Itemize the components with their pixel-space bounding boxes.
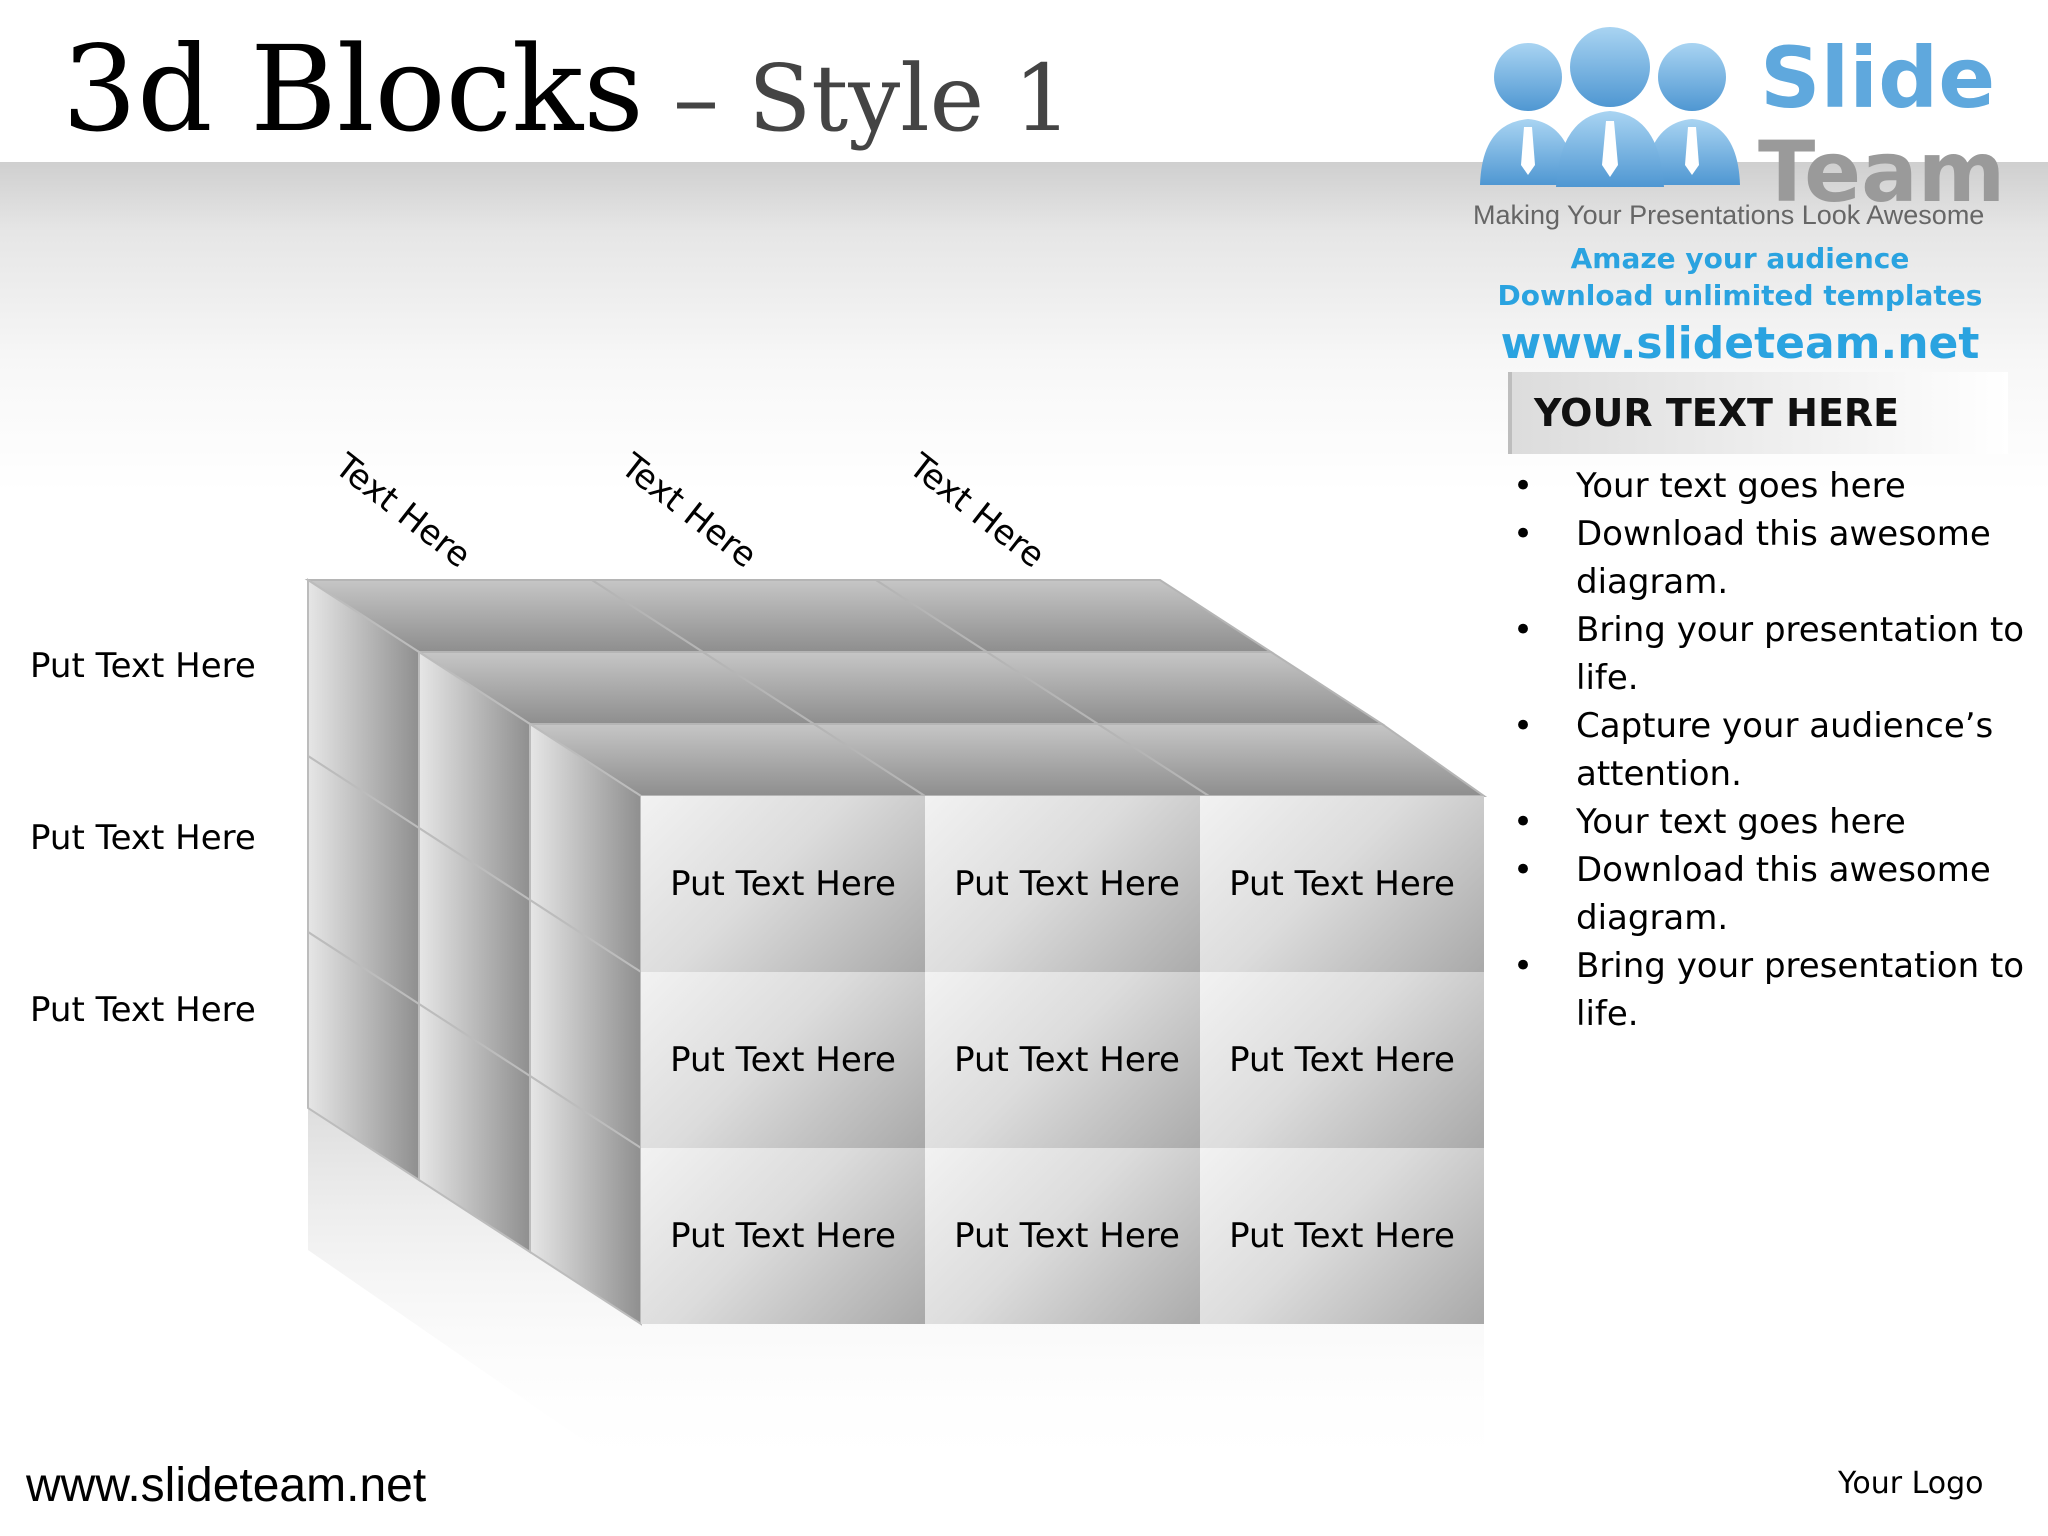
slide-title: 3d Blocks – Style 1 [62, 20, 1072, 158]
top-faces [304, 579, 1488, 797]
cube-cell: Put Text Here [1200, 796, 1484, 972]
bullet-item: Download this awesome diagram. [1508, 846, 2028, 942]
cube-cell: Put Text Here [925, 1148, 1209, 1324]
bullet-item: Your text goes here [1508, 798, 2028, 846]
logo-word-slide: Slide [1760, 29, 1996, 127]
cube-cell: Put Text Here [925, 972, 1209, 1148]
promo-line-1: Amaze your audience [1570, 242, 1910, 275]
cube-cell: Put Text Here [925, 796, 1209, 972]
bullet-item: Capture your audience’s attention. [1508, 702, 2028, 798]
cube-cell: Put Text Here [1200, 1148, 1484, 1324]
slideteam-logo: Slide Team Making Your Presentations Loo… [1460, 15, 2020, 370]
footer-url[interactable]: www.slideteam.net [26, 1459, 427, 1512]
bullet-item: Download this awesome diagram. [1508, 510, 2028, 606]
cube-cell: Put Text Here [641, 1148, 925, 1324]
bullet-item: Your text goes here [1508, 462, 2028, 510]
logo-tagline: Making Your Presentations Look Awesome [1473, 200, 1985, 230]
logo-word-team: Team [1758, 123, 2006, 221]
row-label-3: Put Text Here [30, 990, 256, 1030]
cube-cell: Put Text Here [641, 796, 925, 972]
panel-heading: YOUR TEXT HERE [1508, 372, 2008, 454]
bullet-item: Bring your presentation to life. [1508, 606, 2028, 702]
promo-line-2: Download unlimited templates [1497, 279, 1983, 312]
side-faces [307, 578, 642, 1326]
bullet-item: Bring your presentation to life. [1508, 942, 2028, 1038]
cube-cell: Put Text Here [641, 972, 925, 1148]
row-label-1: Put Text Here [30, 646, 256, 686]
row-label-2: Put Text Here [30, 818, 256, 858]
cube-cell: Put Text Here [1200, 972, 1484, 1148]
title-separator: – [643, 45, 749, 152]
bullet-list: Your text goes here Download this awesom… [1508, 462, 2028, 1038]
title-sub: Style 1 [748, 45, 1072, 152]
footer-logo-placeholder: Your Logo [1838, 1466, 1984, 1501]
title-main: 3d Blocks [62, 20, 644, 158]
people-icon [1480, 27, 1740, 187]
promo-url[interactable]: www.slideteam.net [1500, 318, 1980, 369]
reflection [308, 1104, 1484, 1480]
